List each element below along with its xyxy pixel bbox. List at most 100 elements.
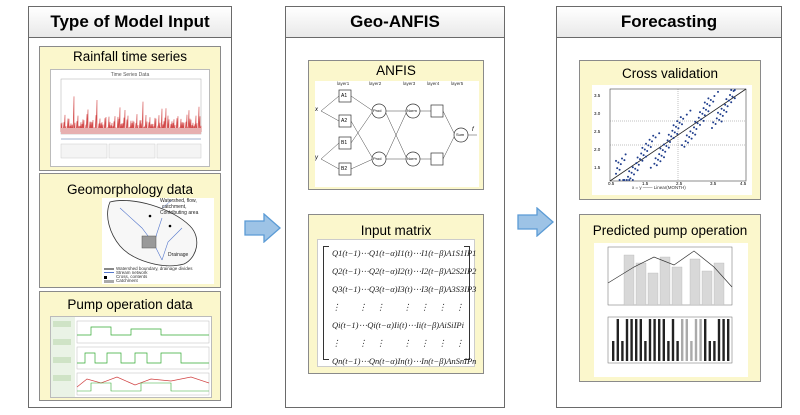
scatter-point	[615, 159, 617, 162]
scatter-point	[633, 173, 635, 176]
scatter-point	[661, 149, 664, 152]
matrix-cell: ⋯	[412, 284, 422, 294]
scatter-point	[730, 101, 733, 104]
scatter-point	[657, 158, 659, 161]
scatter-point	[636, 156, 639, 159]
pump-bar	[625, 319, 629, 361]
pump-bar	[635, 319, 638, 361]
scatter-point	[733, 97, 736, 100]
matrix-cell: In(t)	[397, 356, 413, 366]
scatter-point	[689, 109, 692, 112]
pump-bar	[667, 341, 670, 361]
pump-bar	[717, 319, 721, 361]
scatter-point	[720, 107, 723, 110]
pump-bar	[713, 341, 716, 361]
scatter-point	[647, 144, 650, 147]
scatter-point	[673, 131, 676, 134]
watershed-graphic	[104, 199, 198, 283]
scatter-point	[729, 94, 731, 96]
scatter-point	[663, 143, 665, 146]
matrix-cell: IPn	[464, 356, 477, 366]
matrix-cell: Si	[446, 320, 454, 330]
scatter-plot: x = y ─── Linear(MONTH) 3.5 3.0 2.5 2.0 …	[592, 85, 752, 195]
geomorph-legend-2: Stream network	[116, 270, 148, 275]
scatter-point	[694, 133, 697, 136]
scatter-point	[630, 171, 633, 174]
matrix-left-bracket	[323, 246, 329, 360]
scatter-point	[707, 97, 710, 100]
node-a2: A2	[341, 118, 348, 124]
scatter-point	[677, 127, 680, 130]
scatter-ytick-1: 3.5	[594, 93, 601, 98]
pump-bar	[722, 319, 725, 361]
matrix-cell: Sn	[455, 356, 465, 366]
layer-label-5: layer5	[451, 81, 464, 86]
scatter-point	[628, 179, 631, 181]
scatter-xtick-1: 0.5	[608, 181, 615, 186]
node-prod-1: Prod	[373, 108, 382, 113]
scatter-point	[717, 90, 719, 93]
layer-label-4: layer4	[427, 81, 440, 86]
matrix-cell: ⋮	[332, 338, 341, 348]
predicted-pump-card: Predicted pump operation	[579, 214, 761, 382]
scatter-point	[712, 100, 715, 103]
scatter-point	[681, 123, 683, 126]
scatter-point	[718, 118, 721, 121]
scatter-point	[628, 170, 631, 173]
scatter-point	[724, 103, 727, 106]
scatter-point	[678, 121, 681, 124]
scatter-ytick-5: 1.5	[594, 165, 601, 170]
predicted-pump-title: Predicted pump operation	[592, 223, 748, 238]
scatter-point	[619, 163, 622, 166]
scatter-xtick-3: 2.5	[676, 181, 683, 186]
scatter-point	[634, 167, 637, 170]
output-f-label: f	[472, 127, 474, 133]
pump-bar	[671, 319, 675, 361]
cross-validation-card: Cross validation x = y ─── Linear(MONTH)…	[579, 60, 761, 200]
scatter-point	[672, 137, 675, 139]
matrix-cell: IP1	[464, 248, 477, 258]
node-norm-2: Norm	[407, 156, 417, 161]
matrix-cell: Q3(t−1)	[332, 284, 361, 294]
input-x-label: x	[315, 107, 318, 113]
scatter-point	[623, 159, 626, 162]
node-b1: B1	[341, 140, 348, 146]
scatter-point	[646, 150, 649, 152]
pump-bar	[658, 319, 661, 361]
pump-bar	[612, 341, 615, 361]
scatter-point	[676, 120, 679, 123]
scatter-point	[649, 166, 652, 169]
pump-bar	[630, 319, 633, 361]
scatter-point	[696, 122, 699, 125]
rainfall-series-graphic	[60, 78, 202, 159]
scatter-point	[635, 162, 638, 165]
scatter-point	[684, 140, 687, 143]
matrix-cell: Qi(t−1)	[332, 320, 359, 330]
scatter-point	[685, 113, 688, 116]
matrix-row: ⋮⋮⋮⋮⋮⋮⋮	[332, 302, 464, 313]
forecasting-title: Forecasting	[557, 7, 781, 38]
matrix-cell: S1	[455, 248, 465, 258]
pump-bar	[621, 341, 624, 361]
scatter-point	[654, 157, 657, 160]
scatter-point	[615, 172, 617, 175]
scatter-point	[666, 139, 669, 142]
geomorph-legend-1: Watershed boundary, drainage divides	[116, 266, 193, 271]
scatter-point	[667, 133, 670, 136]
scatter-point	[625, 179, 628, 181]
matrix-cell: ⋮	[420, 338, 429, 348]
matrix-cell: Ii(t−β)	[415, 320, 440, 330]
scatter-point	[695, 128, 698, 130]
scatter-point	[621, 157, 623, 160]
scatter-point	[720, 120, 723, 123]
scatter-point	[676, 132, 679, 135]
scatter-point	[679, 116, 682, 119]
matrix-cell: A2	[446, 266, 456, 276]
forecasting-panel: Forecasting Cross validation x = y ─── L…	[556, 6, 782, 408]
matrix-cell: ⋮	[332, 302, 341, 312]
scatter-point	[694, 120, 697, 123]
geomorph-drainage-label: Drainage	[168, 252, 189, 258]
scatter-point	[665, 145, 668, 147]
